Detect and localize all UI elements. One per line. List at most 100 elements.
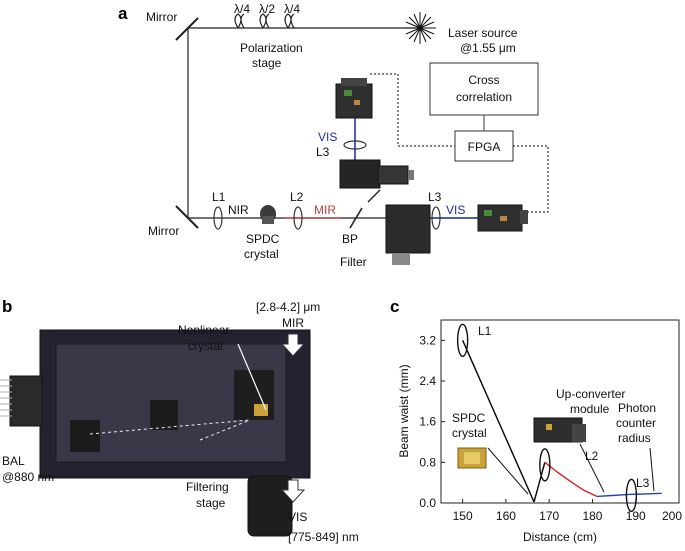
x-tick-label: 170 <box>539 509 559 523</box>
spdc-label-2: crystal <box>244 247 279 261</box>
spdc-label-1: SPDC <box>246 232 280 246</box>
panel-c-letter: c <box>390 297 399 316</box>
series-line <box>461 340 535 503</box>
l3-top-label: L3 <box>316 145 330 159</box>
bp-label-1: BP <box>342 232 358 246</box>
vis-output-label: VIS <box>288 510 307 524</box>
lens-l3-top <box>343 140 367 150</box>
annot-photon-2: counter <box>616 416 656 430</box>
x-tick-label: 200 <box>662 509 682 523</box>
chart-series <box>461 340 662 503</box>
x-axis-label: Distance (cm) <box>523 530 597 544</box>
arrow-photon-counter <box>649 447 655 492</box>
filtering-label-2: stage <box>196 496 226 510</box>
nonlinear-label-1: Nonlinear <box>178 323 229 337</box>
cross-correlation-label-2: correlation <box>456 90 512 104</box>
lens-l3-right <box>431 206 441 230</box>
y-axis-ticks: 0.0 0.8 1.6 2.4 3.2 <box>419 333 445 510</box>
series-line <box>544 461 598 498</box>
y-tick-label: 3.2 <box>419 333 436 347</box>
cable-right-detector <box>513 145 549 213</box>
y-axis-label: Beam waist (mm) <box>397 364 411 457</box>
laser-source-icon <box>404 12 436 44</box>
annot-photon-1: Photon <box>618 401 656 415</box>
waveplate-2: λ/2 <box>259 2 275 16</box>
annot-up-converter-1: Up-converter <box>556 387 625 401</box>
polarization-label-1: Polarization <box>240 41 303 55</box>
laser-source-label: Laser source <box>448 26 518 40</box>
beam-path-b2 <box>199 419 251 441</box>
l2-label: L2 <box>290 190 304 204</box>
panel-a: a Mirror Mirror λ/4 λ/2 λ/4 Polarization… <box>118 2 549 269</box>
crystal-pointer <box>237 343 267 411</box>
waveplate-1: λ/4 <box>234 2 250 16</box>
x-tick-label: 160 <box>496 509 516 523</box>
vis-right-label: VIS <box>446 203 465 217</box>
mir-input-arrow <box>280 333 306 357</box>
bal-label: BAL <box>2 454 25 468</box>
lens-l2 <box>293 206 303 230</box>
plot-frame <box>440 319 680 504</box>
panel-c: c 0.0 0.8 1.6 2.4 3.2 150 160 170 180 190 200 Dis… <box>390 297 682 544</box>
arrow-up-converter <box>579 443 605 493</box>
arrow-spdc <box>487 447 529 495</box>
vis-output-tube <box>247 475 293 537</box>
l1-label: L1 <box>212 190 226 204</box>
fpga-label: FPGA <box>468 140 501 154</box>
annot-spdc-1: SPDC <box>452 411 486 425</box>
annot-l1: L1 <box>478 324 492 338</box>
bp-filter-icon <box>349 207 363 229</box>
filtering-label-1: Filtering <box>186 480 229 494</box>
mirror-top <box>175 17 199 41</box>
annot-photon-3: radius <box>618 431 651 445</box>
spdc-crystal-icon <box>260 205 276 224</box>
panel-a-letter: a <box>118 4 128 23</box>
x-tick-label: 190 <box>626 509 646 523</box>
y-tick-label: 0.0 <box>419 496 436 510</box>
up-converter-photo <box>533 417 586 443</box>
up-converter-housing <box>339 159 431 265</box>
annot-up-converter-2: module <box>570 402 610 416</box>
annot-l2: L2 <box>585 449 599 463</box>
y-tick-label: 0.8 <box>419 455 436 469</box>
mir-wavelength: [2.8-4.2] μm <box>256 300 320 314</box>
polarization-label-2: stage <box>252 56 282 70</box>
y-tick-label: 2.4 <box>419 374 436 388</box>
vis-output-arrow <box>280 479 306 503</box>
lens-l1 <box>213 206 223 230</box>
mir-label: MIR <box>314 203 336 217</box>
mount-left <box>70 420 100 452</box>
mirror-bottom <box>175 205 199 229</box>
panel-b: b [2.8-4.2] μm MIR Nonlinear crystal BAL… <box>0 297 359 544</box>
x-axis-ticks: 150 160 170 180 190 200 <box>453 499 682 523</box>
laser-source-wavelength: @1.55 μm <box>460 41 516 55</box>
series-line <box>533 462 546 503</box>
mirror-top-label: Mirror <box>146 10 177 24</box>
lens-marker-l2 <box>539 448 551 482</box>
cable-top-detector <box>370 73 455 147</box>
lens-markers <box>456 323 638 513</box>
panel-b-letter: b <box>2 297 12 316</box>
cross-correlation-box <box>429 62 539 116</box>
y-tick-label: 1.6 <box>419 415 436 429</box>
top-detector <box>335 78 373 119</box>
mirror-bottom-label: Mirror <box>148 224 179 238</box>
l3-right-label: L3 <box>428 190 442 204</box>
lens-marker-l3 <box>625 478 638 513</box>
bp-label-2: Filter <box>340 255 367 269</box>
annot-spdc-2: crystal <box>452 426 487 440</box>
mir-input-label: MIR <box>282 316 304 330</box>
beam-path-b <box>89 419 251 435</box>
annot-l3: L3 <box>636 476 650 490</box>
cross-correlation-label-1: Cross <box>468 73 499 87</box>
bal-connector <box>9 375 43 427</box>
nonlinear-label-2: crystal <box>188 339 223 353</box>
vis-output-wavelength: [775-849] nm <box>288 530 359 544</box>
x-tick-label: 150 <box>453 509 473 523</box>
bal-fins <box>0 379 12 417</box>
spdc-crystal-photo <box>457 447 487 469</box>
bal-wavelength: @880 nm <box>2 470 54 484</box>
x-tick-label: 180 <box>582 509 602 523</box>
waveplate-3: λ/4 <box>284 2 300 16</box>
